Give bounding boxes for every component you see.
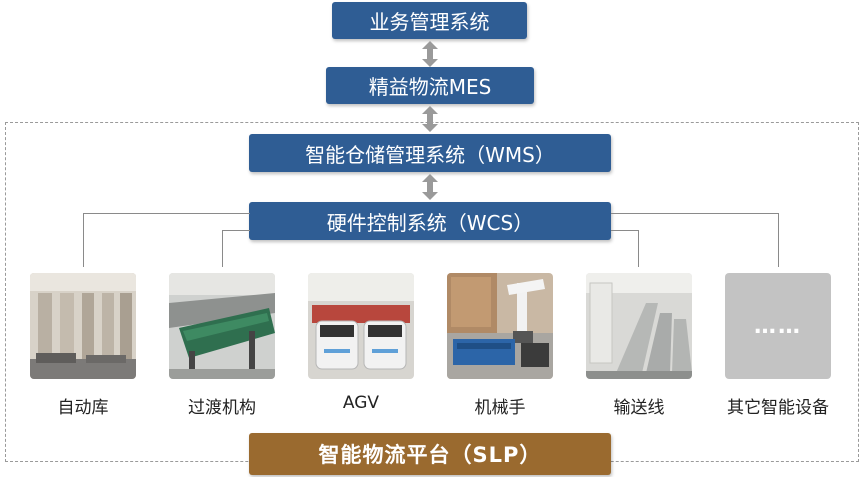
agv-photo — [308, 273, 414, 379]
connector-line — [222, 230, 250, 267]
wcs-label: 硬件控制系统（WCS） — [326, 210, 534, 235]
device-label: 其它智能设备 — [727, 398, 829, 418]
device-label: AGV — [342, 393, 380, 413]
connector-line — [611, 230, 639, 267]
automated-warehouse-photo — [30, 273, 136, 379]
robot-arm-photo — [447, 273, 553, 379]
double-arrow-icon — [422, 41, 438, 67]
device-label: 过渡机构 — [188, 398, 256, 418]
double-arrow-icon — [422, 106, 438, 132]
wcs-box: 硬件控制系统（WCS） — [249, 202, 611, 240]
slp-platform-label: 智能物流平台（SLP） — [318, 443, 542, 467]
slp-platform-box: 智能物流平台（SLP） — [249, 433, 611, 475]
other-device-placeholder: …… — [725, 273, 831, 379]
mes-box: 精益物流MES — [326, 67, 534, 104]
device-label: 输送线 — [613, 398, 665, 418]
device-label: 自动库 — [57, 398, 109, 418]
mes-label: 精益物流MES — [368, 75, 492, 99]
connector-line — [611, 213, 779, 267]
business-management-label: 业务管理系统 — [369, 10, 490, 34]
double-arrow-icon — [422, 174, 438, 200]
transfer-mechanism-photo — [169, 273, 275, 379]
connector-line — [83, 213, 250, 267]
business-management-box: 业务管理系统 — [332, 2, 527, 39]
device-label: 机械手 — [474, 398, 526, 418]
conveyor-line-photo — [586, 273, 692, 379]
wms-label: 智能仓储管理系统（WMS） — [305, 142, 555, 167]
wms-box: 智能仓储管理系统（WMS） — [249, 134, 611, 172]
placeholder-dots: …… — [754, 313, 802, 339]
